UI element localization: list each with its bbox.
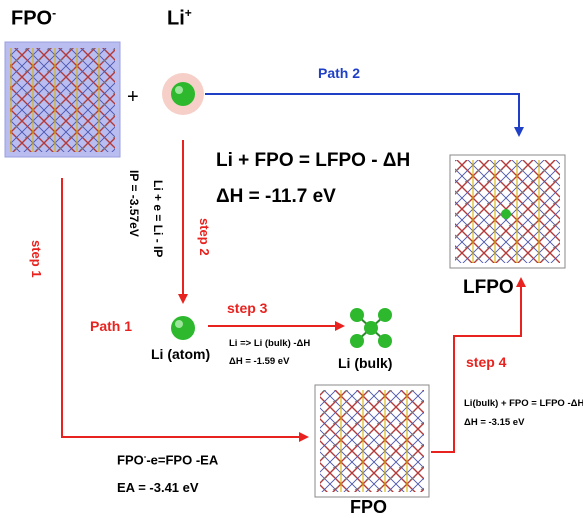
fpo-label: FPO [350, 497, 388, 517]
li-atom-label: Li (atom) [151, 346, 211, 362]
li-ion [162, 73, 204, 115]
main-delta-h: ΔH = -11.7 eV [216, 186, 336, 207]
ea-equation: FPO--e=FPO -EA [117, 452, 219, 468]
path2-label: Path 2 [318, 65, 361, 81]
li-plus-label: Li+ [167, 6, 192, 30]
fpo-minus-crystal [4, 41, 121, 158]
ip-value: IP = -3.57eV [127, 170, 141, 237]
step1-arrow [61, 178, 309, 442]
fpo-minus-label: FPO- [11, 6, 57, 30]
step1-label: step 1 [29, 240, 44, 278]
li-atom-sphere [171, 316, 195, 340]
li-bulk-cluster [350, 308, 392, 348]
step4-equation: Li(bulk) + FPO = LFPO -ΔH [464, 398, 583, 409]
lfpo-crystal [449, 154, 566, 269]
main-equation: Li + FPO = LFPO - ΔH [216, 150, 411, 171]
ea-value: EA = -3.41 eV [117, 480, 199, 495]
step4-delta-h: ΔH = -3.15 eV [464, 417, 525, 428]
step4-arrow [431, 277, 526, 453]
plus-sign: + [127, 86, 139, 108]
ionization-equation: Li + e = Li - IP [151, 180, 165, 258]
step3-label: step 3 [227, 300, 268, 316]
step2-label: step 2 [197, 218, 212, 256]
fpo-crystal [314, 384, 430, 498]
step3-equation: Li => Li (bulk) -ΔH [229, 338, 311, 349]
li-bulk-label: Li (bulk) [338, 355, 393, 371]
path1-label: Path 1 [90, 318, 133, 334]
lfpo-label: LFPO [463, 277, 514, 298]
step4-label: step 4 [466, 354, 507, 370]
path2-arrow [205, 93, 524, 137]
step3-delta-h: ΔH = -1.59 eV [229, 356, 290, 367]
